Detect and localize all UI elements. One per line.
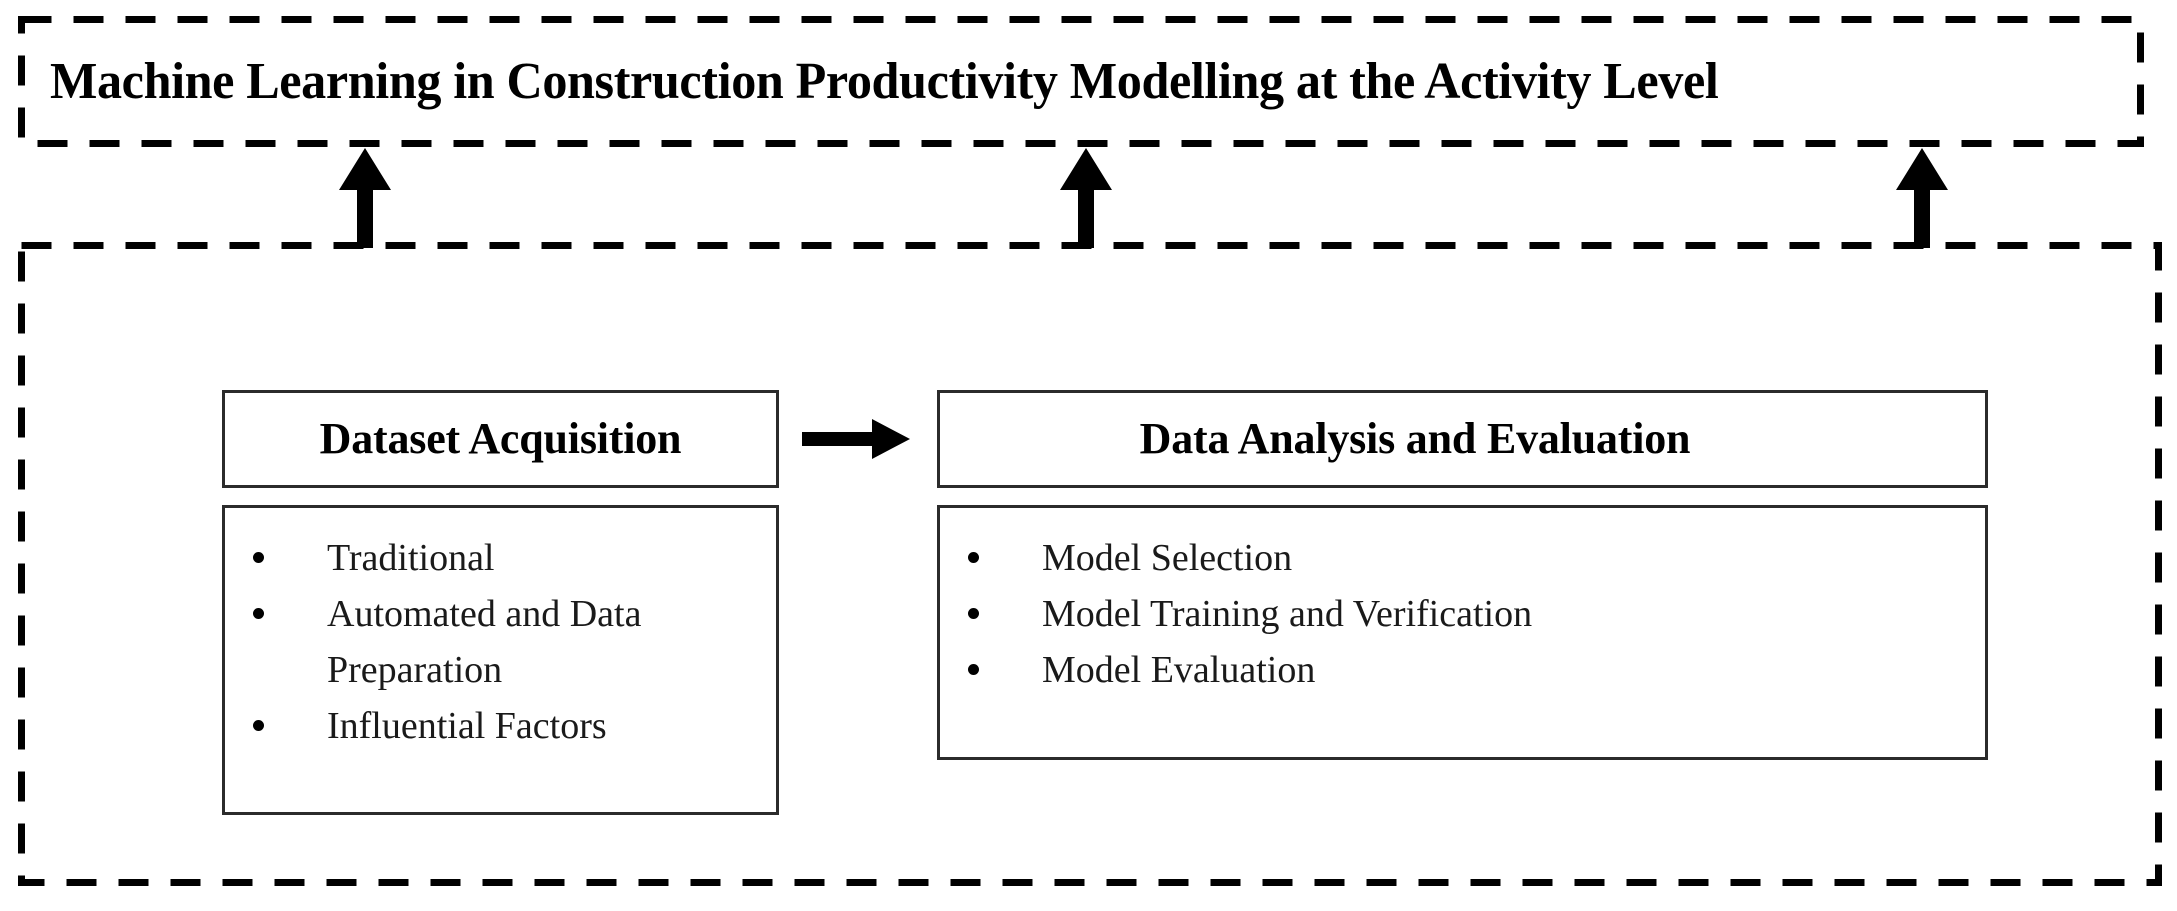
dataset-acquisition-list-box: Traditional Automated and Data Preparati…	[222, 505, 779, 815]
arrow-up-analysis-to-title-icon	[1892, 146, 1952, 250]
bullet-dot-icon	[253, 608, 264, 619]
list-item-label: Model Training and Verification	[1042, 593, 1533, 635]
data-analysis-heading: Data Analysis and Evaluation	[1139, 414, 1691, 463]
bullet-dot-icon	[968, 552, 979, 563]
bullet-dot-icon	[253, 720, 264, 731]
list-item-label: Traditional	[327, 537, 495, 579]
list-item: Model Selection	[968, 530, 1985, 586]
arrow-up-dataset-to-title-icon	[335, 146, 395, 250]
list-item: Automated and Data Preparation	[253, 586, 776, 698]
data-analysis-header-box: Data Analysis and Evaluation	[937, 390, 1988, 488]
list-item: Traditional	[253, 530, 776, 586]
title-dashed-frame	[18, 16, 2144, 147]
list-item: Model Training and Verification	[968, 586, 1985, 642]
list-item-label: Automated and Data Preparation	[327, 593, 642, 691]
arrow-dataset-to-analysis-icon	[800, 414, 912, 464]
list-item-label: Model Evaluation	[1042, 649, 1316, 691]
arrow-up-middle-to-title-icon	[1056, 146, 1116, 250]
dataset-acquisition-header-box: Dataset Acquisition	[222, 390, 779, 488]
list-item-label: Model Selection	[1042, 537, 1293, 579]
data-analysis-list-box: Model Selection Model Training and Verif…	[937, 505, 1988, 760]
bullet-dot-icon	[968, 608, 979, 619]
bullet-dot-icon	[253, 552, 264, 563]
dataset-acquisition-bullet-list: Traditional Automated and Data Preparati…	[225, 508, 776, 754]
page-title: Machine Learning in Construction Product…	[50, 52, 1719, 110]
body-dashed-frame	[18, 242, 2162, 886]
list-item: Model Evaluation	[968, 642, 1985, 698]
list-item: Influential Factors	[253, 698, 776, 754]
dataset-acquisition-heading: Dataset Acquisition	[319, 414, 682, 463]
bullet-dot-icon	[968, 664, 979, 675]
list-item-label: Influential Factors	[327, 705, 607, 747]
data-analysis-bullet-list: Model Selection Model Training and Verif…	[940, 508, 1985, 698]
